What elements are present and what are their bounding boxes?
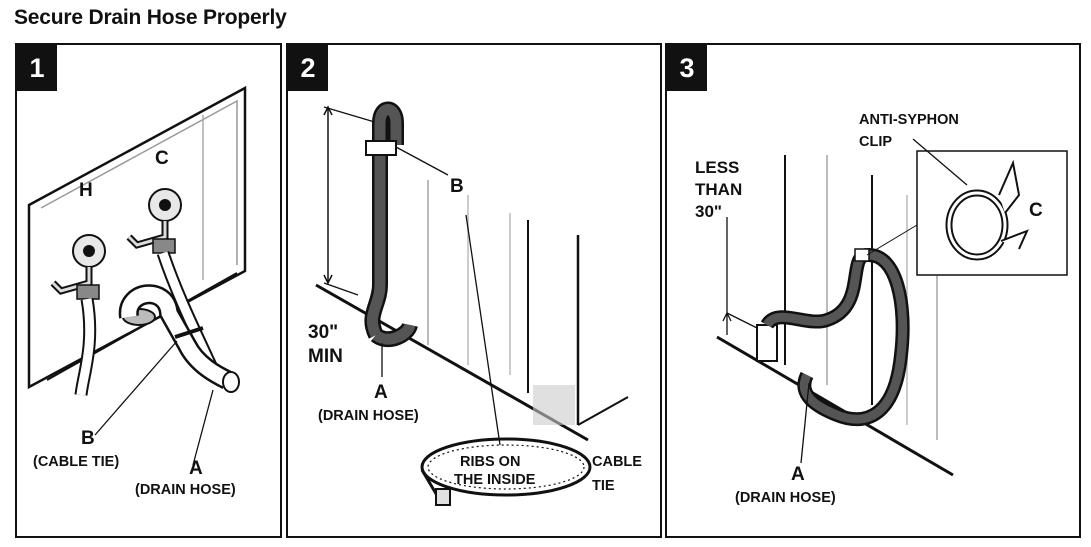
drain-hose-label: (DRAIN HOSE) (318, 408, 419, 424)
drain-hose-icon (760, 248, 910, 427)
step-2-panel: 2 (286, 43, 662, 538)
height-less-label: LESS (695, 158, 740, 177)
clip-letter: C (1029, 200, 1043, 221)
cable-tie-label: (CABLE TIE) (33, 454, 120, 470)
anti-syphon-label-line1: ANTI-SYPHON (859, 112, 959, 128)
anti-syphon-clip-illustration (716, 138, 1068, 477)
hot-faucet-label: H (79, 180, 93, 201)
anti-syphon-label-line2: CLIP (859, 134, 893, 150)
wall-box-faucets-illustration (27, 85, 247, 466)
height-than-label: THAN (695, 180, 743, 199)
cable-tie-icon (420, 437, 592, 506)
step-1-panel: 1 (15, 43, 282, 538)
anti-syphon-clip-icon (945, 159, 1029, 261)
cold-faucet-label: C (155, 148, 169, 169)
step-3-badge: 3 (667, 45, 707, 91)
drain-hose-letter: A (189, 458, 203, 479)
cable-tie-label-line2: TIE (592, 478, 615, 494)
step-2-badge: 2 (288, 45, 328, 91)
drain-hose-letter: A (791, 464, 805, 485)
drain-hose-icon (364, 101, 418, 348)
drain-hose-label: (DRAIN HOSE) (735, 490, 836, 506)
drain-hose-icon (118, 284, 240, 393)
hot-faucet-icon (50, 234, 106, 300)
step-3-panel: 3 LESS THAN 30 (665, 43, 1081, 538)
cable-tie-label-line1: CABLE (592, 454, 642, 470)
cable-tie-letter: B (81, 428, 95, 449)
cable-tie-letter: B (450, 176, 464, 197)
height-30in-label: 30" (695, 202, 722, 221)
step-1-badge: 1 (17, 45, 57, 91)
ribs-label-line1: RIBS ON (460, 454, 521, 470)
height-min-label: MIN (308, 346, 343, 367)
ribs-label-line2: THE INSIDE (454, 472, 536, 488)
page-title: Secure Drain Hose Properly (14, 6, 287, 29)
drain-hose-label: (DRAIN HOSE) (135, 482, 236, 498)
standpipe-drain-hose-illustration (315, 101, 629, 506)
drain-hose-letter: A (374, 382, 388, 403)
height-30in-label: 30" (308, 322, 339, 343)
